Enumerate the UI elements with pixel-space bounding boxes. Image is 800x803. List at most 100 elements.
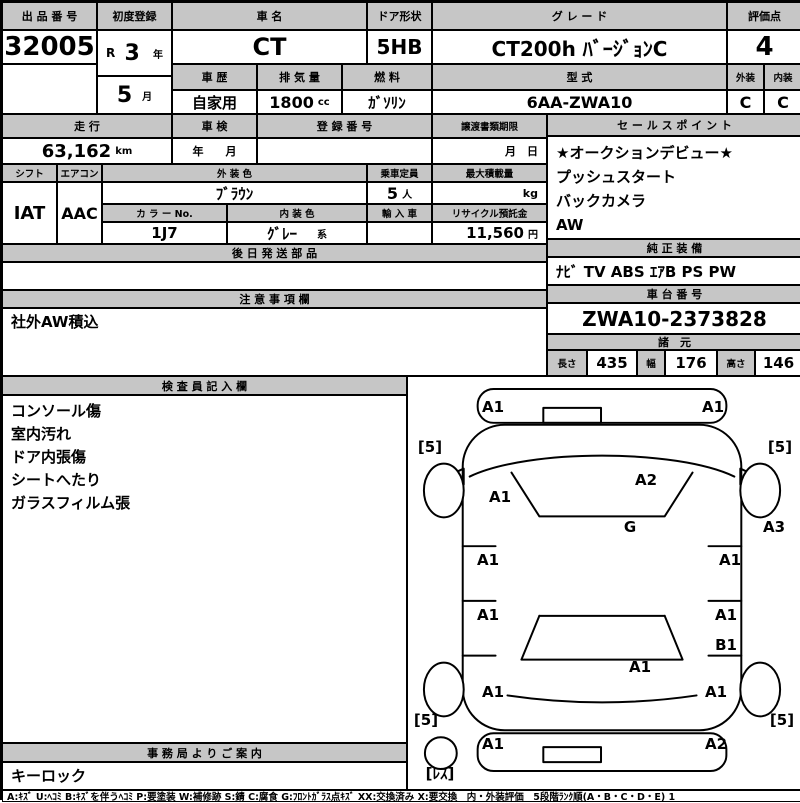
history-label: 車 歴 [172, 64, 257, 90]
damage-mark: [5] [413, 711, 439, 729]
damage-mark: [5] [767, 438, 793, 456]
hood-line [468, 454, 736, 478]
recycle-deposit-number: 11,560 [466, 224, 524, 242]
capacity-label: 乗車定員 [367, 164, 432, 182]
first-registration-label: 初度登録 [97, 2, 172, 30]
damage-mark: A1 [488, 488, 512, 506]
wheel-front-left [422, 462, 465, 519]
import-car-value [367, 222, 432, 244]
sales-point-item: ★オークションデビュー★ [556, 144, 733, 162]
recycle-deposit-unit: 円 [528, 229, 538, 241]
capacity-value: 5 人 [367, 182, 432, 204]
chassis-number-value: ZWA10-2373828 [547, 303, 800, 334]
displacement-number: 1800 [269, 92, 314, 112]
damage-mark: A1 [481, 683, 505, 701]
inspection-value: 年 月 [172, 138, 257, 164]
import-car-label: 輸 入 車 [367, 204, 432, 222]
exterior-color-label: 外 装 色 [102, 164, 367, 182]
exterior-grade-label: 外装 [727, 64, 764, 90]
sales-point-item: プッシュスタート [556, 168, 677, 186]
rear-license-plate [542, 746, 603, 764]
exterior-color-value: ﾌﾞﾗｳﾝ [102, 182, 367, 204]
first-registration-month: 5 月 [97, 76, 172, 114]
damage-mark: A1 [481, 735, 505, 753]
max-load-value: kg [432, 182, 547, 204]
damage-mark: A1 [704, 683, 728, 701]
car-body-outline [461, 423, 743, 732]
caution-value: 社外AW積込 [2, 308, 547, 376]
recycle-deposit-value: 11,560 円 [432, 222, 547, 244]
damage-mark: A3 [762, 518, 786, 536]
office-notice-label: 事 務 局 よ り ご 案 内 [2, 743, 407, 762]
damage-mark: [5] [417, 438, 443, 456]
auction-number-label: 出 品 番 号 [2, 2, 97, 30]
interior-color-suffix: 系 [317, 229, 327, 241]
damage-mark: G [623, 518, 637, 536]
sales-points-label: セ ー ル ス ポ イ ン ト [547, 114, 800, 136]
registration-number-value [257, 138, 432, 164]
wheel-rear-right [739, 661, 782, 718]
genuine-equipment-value: ﾅﾋﾞ TV ABS ｴｱB PS PW [547, 257, 800, 285]
door-lines-left [461, 545, 497, 657]
transfer-docs-deadline-label: 譲渡書類期限 [432, 114, 547, 138]
car-diagram [422, 387, 782, 773]
windshield [510, 471, 694, 518]
height-label: 高さ [717, 350, 755, 376]
inspector-notes-content: コンソール傷 室内汚れ ドア内張傷 シートへたり ガラスフィルム張 [2, 395, 407, 743]
first-registration-year: R 3 年 [97, 30, 172, 76]
door-shape-value: 5HB [367, 30, 432, 64]
rear-bumper [476, 732, 728, 773]
mileage-label: 走 行 [2, 114, 172, 138]
legend-bar: A:ｷｽﾞ U:ﾍｺﾐ B:ｷｽﾞを伴うﾍｺﾐ P:要塗装 W:補修跡 S:錆 … [2, 790, 800, 803]
exterior-grade-value: C [727, 90, 764, 114]
color-number-value: 1J7 [102, 222, 227, 244]
interior-grade-value: C [764, 90, 800, 114]
mileage-unit: km [115, 145, 133, 157]
sales-points-content: ★オークションデビュー★ プッシュスタート バックカメラ AW [547, 136, 800, 239]
trunk-line [506, 694, 698, 704]
length-label: 長さ [547, 350, 587, 376]
recycle-deposit-label: リサイクル預託金 [432, 204, 547, 222]
score-value: 4 [727, 30, 800, 64]
model-code-value: 6AA-ZWA10 [432, 90, 727, 114]
shift-label: シフト [2, 164, 57, 182]
later-parts-label: 後 日 発 送 部 品 [2, 244, 547, 262]
inspector-note-item: コンソール傷 [11, 402, 102, 420]
registration-number-label: 登 録 番 号 [257, 114, 432, 138]
mileage-value: 63,162 km [2, 138, 172, 164]
rear-window [520, 614, 684, 661]
spare-tire [423, 736, 458, 771]
sales-point-item: AW [556, 216, 584, 234]
history-value: 自家用 [172, 90, 257, 114]
fuel-label: 燃 料 [342, 64, 432, 90]
damage-mark: A1 [718, 551, 742, 569]
door-shape-label: ドア形状 [367, 2, 432, 30]
displacement-unit: cc [317, 96, 330, 108]
aircon-value: AAC [57, 182, 102, 244]
wheel-rear-left [422, 661, 465, 718]
width-label: 幅 [637, 350, 665, 376]
grade-label: グ レ ー ド [432, 2, 727, 30]
damage-mark: A2 [704, 735, 728, 753]
model-code-label: 型 式 [432, 64, 727, 90]
office-notice-value: キーロック [2, 762, 407, 790]
chassis-number-label: 車 台 番 号 [547, 285, 800, 303]
length-value: 435 [587, 350, 637, 376]
damage-mark: A2 [634, 471, 658, 489]
transfer-docs-deadline-value: 月 日 [432, 138, 547, 164]
damage-mark: [ﾚｽ] [425, 764, 455, 783]
damage-mark: [5] [769, 711, 795, 729]
door-lines-right [707, 545, 743, 657]
inspector-note-item: ドア内張傷 [11, 448, 87, 466]
capacity-unit: 人 [402, 189, 413, 201]
mileage-number: 63,162 [41, 140, 112, 162]
interior-color-value: ｸﾞﾚｰ 系 [227, 222, 367, 244]
later-parts-value [2, 262, 547, 290]
color-number-label: カ ラ ー No. [102, 204, 227, 222]
auction-number-empty-cell [2, 64, 97, 114]
displacement-label: 排 気 量 [257, 64, 342, 90]
damage-mark: A1 [476, 606, 500, 624]
interior-grade-label: 内装 [764, 64, 800, 90]
